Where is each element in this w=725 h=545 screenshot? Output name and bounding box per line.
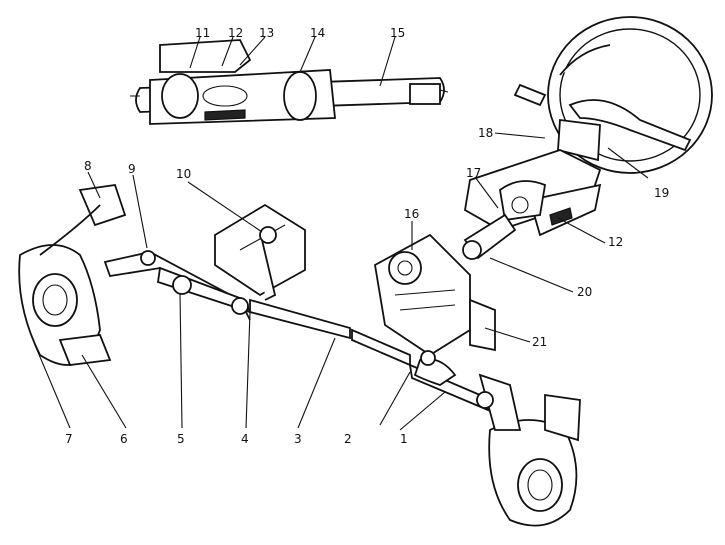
- callout-8: 8: [84, 159, 92, 173]
- left-knuckle: [18, 184, 127, 366]
- callout-14: 14: [310, 26, 325, 40]
- callout-4: 4: [241, 432, 249, 446]
- callout-10: 10: [176, 167, 191, 181]
- callout-20: 20: [577, 285, 592, 299]
- callout-21: 21: [532, 335, 547, 349]
- intermediate-shaft: [462, 213, 517, 260]
- callout-labels: 11 12 13 14 15 18 19 17 12 20 16 21 10 9…: [65, 26, 669, 446]
- callout-1: 1: [400, 432, 408, 446]
- callout-7: 7: [65, 432, 73, 446]
- callout-2: 2: [344, 432, 352, 446]
- callout-12-top: 12: [228, 26, 243, 40]
- callout-6: 6: [120, 432, 128, 446]
- callout-15: 15: [390, 26, 405, 40]
- callout-5: 5: [177, 432, 185, 446]
- idler-arm-assembly: [214, 203, 306, 301]
- steering-gearbox: [374, 233, 496, 357]
- callout-16: 16: [404, 207, 419, 221]
- callout-3: 3: [294, 432, 302, 446]
- callout-13: 13: [259, 26, 274, 40]
- callout-12-right: 12: [608, 235, 623, 249]
- right-knuckle: [478, 373, 581, 527]
- leader-lines: [34, 36, 649, 431]
- callout-18: 18: [478, 126, 493, 140]
- callout-11: 11: [195, 26, 210, 40]
- steering-wheel: [513, 16, 713, 174]
- callout-17: 17: [466, 166, 481, 180]
- steering-column-assembly: [130, 39, 449, 125]
- column-bracket: [464, 149, 602, 237]
- callout-9: 9: [128, 162, 136, 176]
- callout-19: 19: [654, 186, 669, 200]
